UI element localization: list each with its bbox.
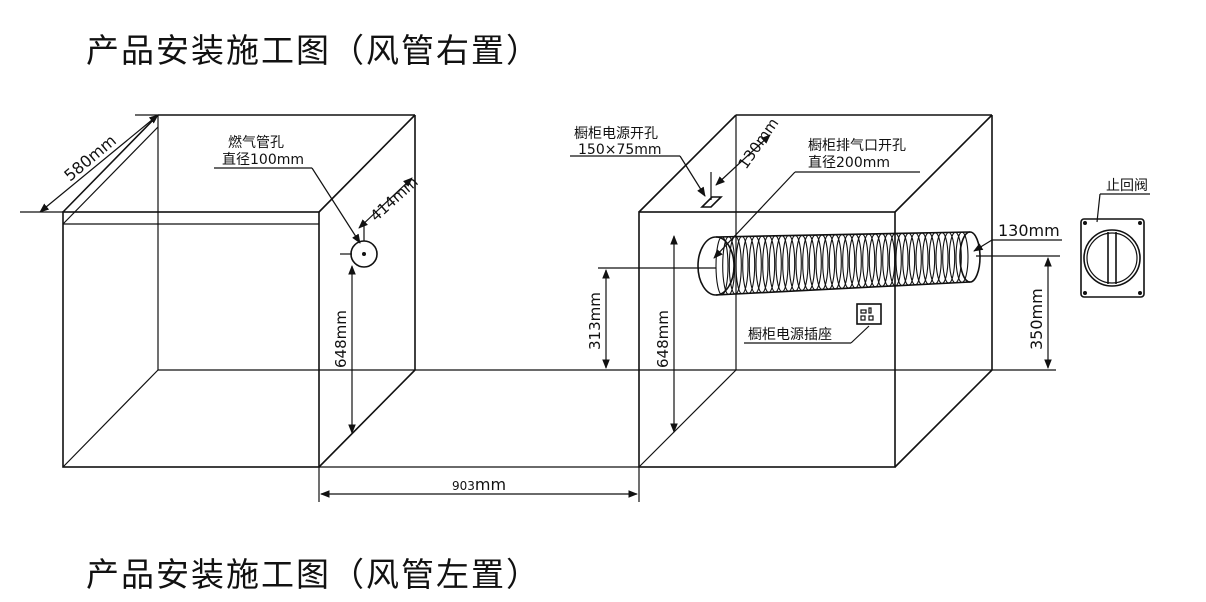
exhaust-height-label: 313mm xyxy=(586,292,604,350)
duct-corrugation xyxy=(922,232,936,285)
duct-corrugation xyxy=(908,232,922,286)
title-duct-left: 产品安装施工图（风管左置） xyxy=(86,555,541,594)
duct-corrugation xyxy=(748,235,762,294)
right-height-dimension: 648mm xyxy=(654,235,678,433)
duct-corrugation xyxy=(935,232,949,284)
duct-corrugation xyxy=(735,235,749,295)
power-socket-label: 橱柜电源插座 xyxy=(748,327,832,343)
duct-corrugation xyxy=(742,235,756,294)
power-hole-label-1: 橱柜电源开孔 xyxy=(574,126,658,142)
duct-corrugation xyxy=(855,233,869,289)
gas-offset-label: 414mm xyxy=(367,173,422,225)
duct-corrugation xyxy=(782,234,796,292)
duct-corrugation xyxy=(822,234,836,290)
duct-corrugation xyxy=(768,235,782,293)
duct-corrugation xyxy=(942,231,956,284)
right-height-label: 648mm xyxy=(654,310,672,368)
gas-hole-label-1: 燃气管孔 xyxy=(228,134,284,151)
valve-height-label: 350mm xyxy=(1027,288,1046,350)
duct-corrugation xyxy=(955,231,969,283)
duct-corrugation xyxy=(715,236,729,296)
title-duct-right: 产品安装施工图（风管右置） xyxy=(86,31,541,70)
depth-label: 580mm xyxy=(60,131,119,185)
power-hole: 橱柜电源开孔 150×75mm 130mm xyxy=(570,115,783,208)
gas-pipe-hole: 燃气管孔 直径100mm 414mm 648mm xyxy=(214,134,422,434)
check-valve-label: 止回阀 xyxy=(1106,178,1148,194)
power-offset-label: 130mm xyxy=(735,115,783,173)
duct-corrugation xyxy=(928,232,942,285)
duct-corrugation xyxy=(795,234,809,292)
duct-corrugation xyxy=(755,235,769,294)
gap-label: 903mm xyxy=(452,475,506,494)
gas-height-label: 648mm xyxy=(332,310,350,368)
duct-corrugation xyxy=(835,233,849,290)
duct-corrugation xyxy=(868,233,882,288)
duct-corrugation xyxy=(775,235,789,293)
duct-corrugation xyxy=(848,233,862,289)
duct-corrugation xyxy=(882,233,896,287)
exhaust-hole-label-1: 橱柜排气口开孔 xyxy=(808,138,906,154)
duct-extension-label: 130mm xyxy=(998,221,1060,240)
exhaust-hole: 橱柜排气口开孔 直径200mm xyxy=(713,138,920,259)
power-hole-label-2: 150×75mm xyxy=(578,142,662,158)
gas-hole-label-2: 直径100mm xyxy=(222,151,304,168)
duct-corrugation xyxy=(915,232,929,286)
duct-corrugation xyxy=(802,234,816,291)
duct-corrugation xyxy=(722,236,736,295)
right-cabinet xyxy=(638,114,993,468)
duct-corrugation xyxy=(762,235,776,293)
duct-corrugation xyxy=(862,233,876,288)
duct-corrugation xyxy=(895,232,909,287)
check-valve: 止回阀 xyxy=(1080,178,1150,298)
duct-corrugation xyxy=(842,233,856,289)
exhaust-hole-label-2: 直径200mm xyxy=(808,154,890,171)
duct-corrugation xyxy=(815,234,829,291)
duct-corrugation xyxy=(875,233,889,288)
gap-dimension: 903mm xyxy=(318,467,640,502)
duct-corrugation xyxy=(788,234,802,292)
flexible-duct xyxy=(697,231,981,296)
duct-corrugation xyxy=(888,232,902,287)
duct-corrugation xyxy=(948,231,962,284)
duct-corrugation xyxy=(808,234,822,291)
duct-extension-dimension: 130mm xyxy=(973,221,1062,257)
power-socket: 橱柜电源插座 xyxy=(744,303,882,344)
duct-corrugation xyxy=(728,236,742,295)
duct-corrugation xyxy=(828,234,842,290)
exhaust-height-dimension: 313mm xyxy=(586,267,716,369)
duct-corrugation xyxy=(902,232,916,286)
valve-height-dimension: 350mm xyxy=(992,257,1056,371)
